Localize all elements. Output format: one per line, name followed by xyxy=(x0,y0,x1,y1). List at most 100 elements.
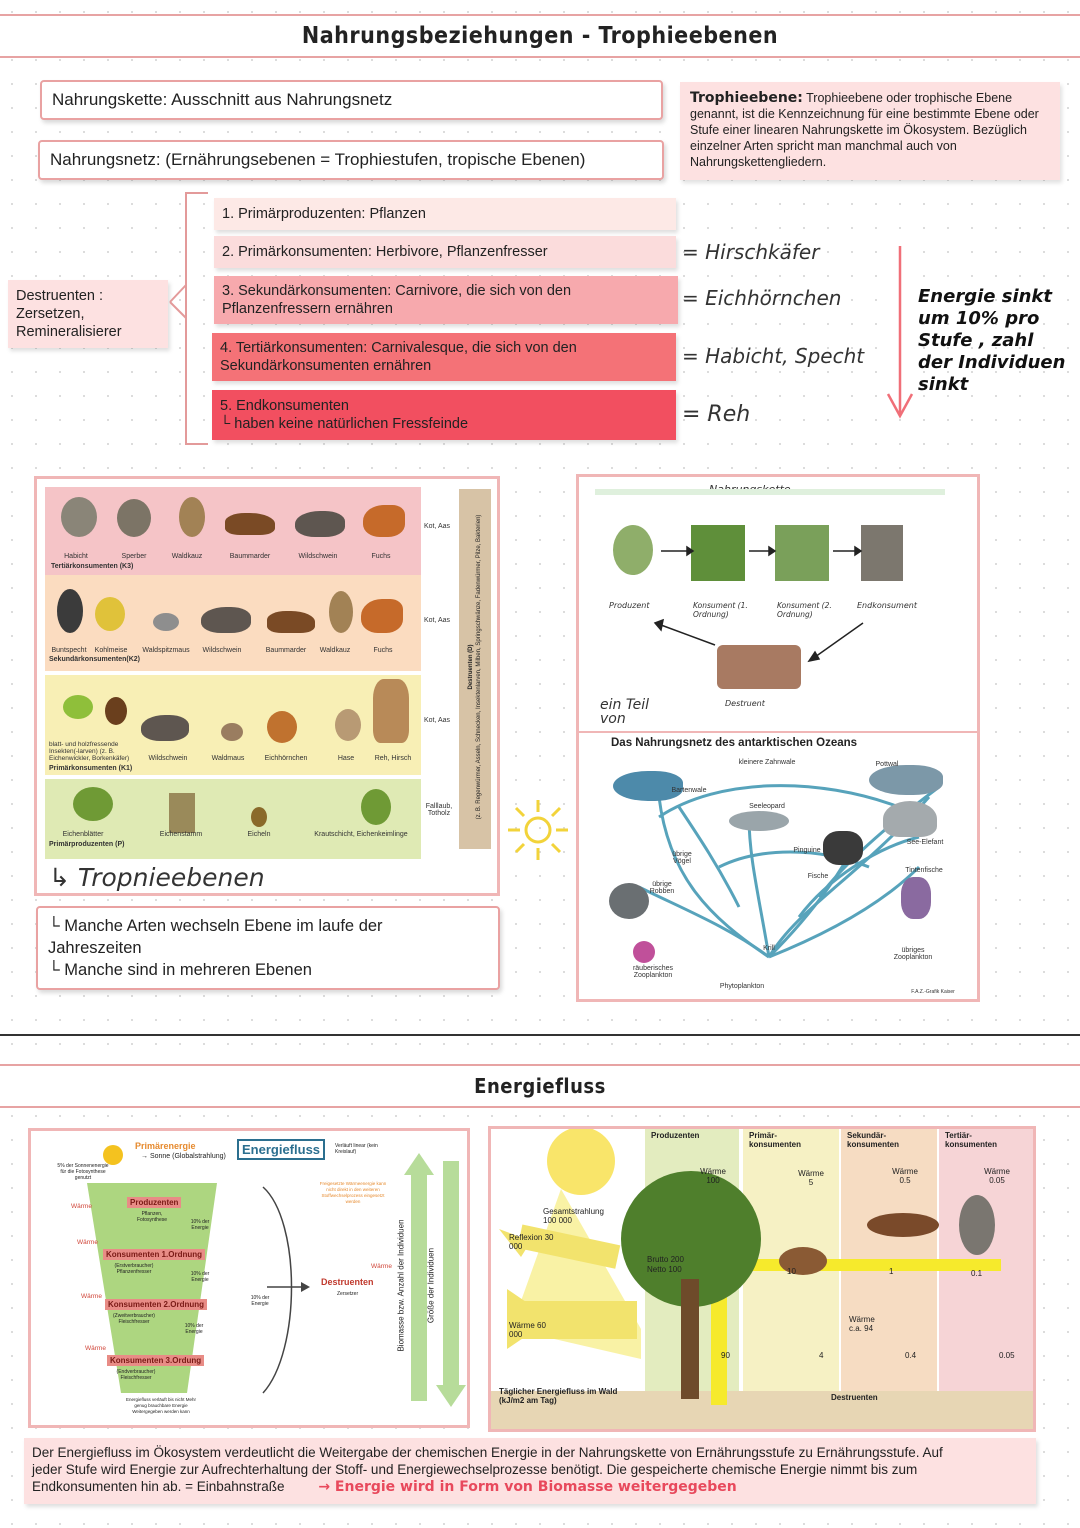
trophic-row-k2: Buntspecht Kohlmeise Waldspitzmaus Wilds… xyxy=(45,575,421,671)
squid-icon xyxy=(901,877,931,919)
summary-box: Der Energiefluss im Ökosystem verdeutlic… xyxy=(24,1438,1036,1504)
label-habicht: Habicht xyxy=(64,553,88,560)
squirrel-icon xyxy=(267,711,297,743)
marten-icon xyxy=(225,513,275,535)
forest-flow-1: 10 xyxy=(787,1267,796,1276)
shrew-icon xyxy=(153,613,179,631)
forest-bottom-4: 0.05 xyxy=(999,1351,1015,1360)
pyr-level-4: Konsumenten 3.Ordung xyxy=(107,1355,205,1366)
forest-heat-left: Wärme 60 000 xyxy=(509,1321,546,1339)
pyr-level-3-sub: (Zweitverbraucher) Fleischfresser xyxy=(113,1313,155,1325)
soil-strip xyxy=(491,1391,1033,1429)
forest-heat-4: Wärme 0.05 xyxy=(984,1167,1010,1185)
label-fuchs-2: Fuchs xyxy=(373,647,393,654)
destruents-line3: Remineralisierer xyxy=(16,324,122,340)
forest-flow-2: 1 xyxy=(889,1267,894,1276)
label-eichenblaetter: Eichenblätter xyxy=(62,831,104,838)
level-5-line2: └ haben keine natürlichen Fressfeinde xyxy=(220,416,469,432)
label-insects: blatt- und holzfressende Insekten(-larve… xyxy=(49,741,130,762)
label-waldkauz: Waldkauz xyxy=(171,553,203,560)
trophic-figure: Habicht Sperber Waldkauz Baummarder Wild… xyxy=(34,476,500,896)
forest-heat-1: Wärme 100 xyxy=(700,1167,726,1185)
energy-note-line5: sinkt xyxy=(918,374,969,395)
heat-label-2: Wärme xyxy=(77,1239,98,1246)
note-level-4: = Habicht, Specht xyxy=(682,344,865,368)
label-konsument-2: Konsument (2. Ordnung) xyxy=(777,601,832,619)
great-tit-icon xyxy=(95,597,125,631)
leopard-seal-icon xyxy=(729,811,789,831)
hawk-icon xyxy=(861,525,903,581)
notes-box: └ Manche Arten wechseln Ebene im laufe d… xyxy=(36,906,500,990)
label-eichhoernchen: Eichhörnchen xyxy=(264,755,308,762)
label-waldmaus: Waldmaus xyxy=(211,755,245,762)
level-5-line1: 5. Endkonsumenten xyxy=(220,398,349,414)
heat-label-4: Wärme xyxy=(85,1345,106,1352)
sperm-whale-icon xyxy=(869,765,943,795)
level-4: 4. Tertiärkonsumenten: Carnivalesque, di… xyxy=(212,333,676,381)
ocean-label-zahnwale: kleinere Zahnwale xyxy=(738,759,796,766)
ocean-label-bartenwale: Bartenwale xyxy=(671,787,707,794)
col-tertiaer xyxy=(939,1129,1033,1429)
ocean-label-phytoplankton: Phytoplankton xyxy=(719,983,765,990)
ocean-label-raeuber: räuberisches Zooplankton xyxy=(632,965,674,979)
ocean-label-robben: übrige Robben xyxy=(649,881,675,895)
forest-flow-3: 0.1 xyxy=(971,1269,983,1278)
pyramid-drawing xyxy=(87,1145,466,1407)
boar-icon xyxy=(141,715,189,741)
trophic-caption: ↳ Tropnieebenen xyxy=(49,863,265,892)
pyr-bottom-note: Energiefluss verläuft bis nicht Mehr gen… xyxy=(125,1397,197,1414)
ocean-label-krill: Krill xyxy=(763,945,775,952)
level-k1-label: Primärkonsumenten (K1) xyxy=(49,765,133,772)
label-baummarder-2: Baummarder xyxy=(265,647,307,654)
energy-note-line3: Stufe , zahl xyxy=(918,330,1034,351)
col-primaer xyxy=(743,1129,839,1429)
destruents-bar: Destruenten (D) (z. B. Regenwürmer, Asse… xyxy=(459,489,491,849)
pyr-arrow1-label: Biomasse bzw. Anzahl der Individuen xyxy=(396,1219,406,1352)
level-3-line2: Pflanzenfressern ernähren xyxy=(222,301,393,317)
pyr-heat-note: Freigesetzte Wärmeenergie kann nicht dir… xyxy=(319,1181,387,1204)
penguin-icon xyxy=(823,831,863,865)
deer-icon xyxy=(373,679,409,743)
forest-bottom-2: 4 xyxy=(819,1351,824,1360)
hare-icon xyxy=(335,709,361,741)
fox-icon xyxy=(363,505,405,537)
destruents-box: Destruenten : Zersetzen, Remineralisiere… xyxy=(8,280,168,348)
level-4-line1: 4. Tertiärkonsumenten: Carnivalesque, di… xyxy=(220,340,577,356)
heat-label-1: Wärme xyxy=(71,1203,92,1210)
pyr-level-2-sub: (Erstverbraucher) Pflanzenfresser xyxy=(114,1263,154,1275)
forest-heat-2: Wärme 5 xyxy=(798,1169,824,1187)
bracket xyxy=(169,192,208,445)
level-2-text: 2. Primärkonsumenten: Herbivore, Pflanze… xyxy=(222,244,548,260)
label-sperber: Sperber xyxy=(121,553,147,560)
ocean-label-pottwal: Pottwal xyxy=(875,761,899,768)
side-label-k2: Kot, Aas xyxy=(423,617,451,624)
forest-brutto: Brutto 200 xyxy=(647,1255,684,1264)
forest-col-2: Primär-konsumenten xyxy=(749,1131,802,1149)
pyr-level-3: Konsumenten 2.Ordnung xyxy=(105,1299,207,1310)
bird-icon xyxy=(775,525,829,581)
pyr-destruents: Destruenten xyxy=(321,1277,374,1287)
sun-icon xyxy=(508,800,568,860)
pyr-level-4-sub: (Endverbraucher) Fleischfresser xyxy=(116,1369,156,1381)
pyr-level-2: Konsumenten 1.Ordnung xyxy=(103,1249,205,1260)
ocean-label-tintenfische: Tintenfische xyxy=(905,867,943,874)
ocean-label-voegel: übrige Vögel xyxy=(672,851,692,865)
heat-label-3: Wärme xyxy=(81,1293,102,1300)
hawk-icon xyxy=(61,497,97,537)
mouse-icon xyxy=(221,723,243,741)
boar-icon xyxy=(295,511,345,537)
fox-icon xyxy=(361,599,403,633)
destruents-line1: Destruenten : xyxy=(16,288,104,304)
predatory-zooplankton-icon xyxy=(633,941,655,963)
food-chain-text: Nahrungskette: Ausschnitt aus Nahrungsne… xyxy=(52,90,393,109)
label-buntspecht: Buntspecht xyxy=(51,647,87,654)
acorn-icon xyxy=(251,807,267,827)
label-waldspitzmaus: Waldspitzmaus xyxy=(142,647,190,654)
highlight-strip xyxy=(595,489,945,495)
label-fuchs: Fuchs xyxy=(371,553,391,560)
caterpillar-icon xyxy=(691,525,745,581)
label-endkonsument: Endkonsument xyxy=(857,601,917,610)
pyr-percent-3: 10% der Energie xyxy=(184,1323,204,1335)
notes-line3: └ Manche sind in mehreren Ebenen xyxy=(48,961,312,979)
side-label-k3: Kot, Aas xyxy=(423,523,451,530)
